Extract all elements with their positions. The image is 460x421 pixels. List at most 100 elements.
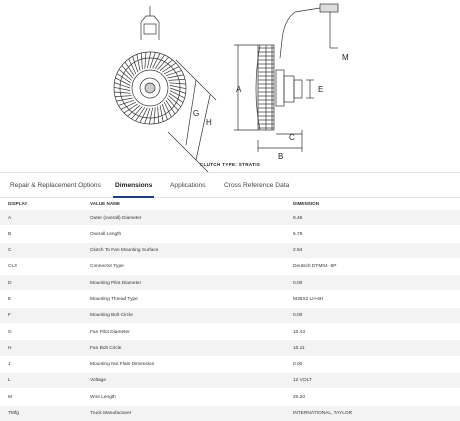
fin-line xyxy=(169,90,185,99)
fin-line xyxy=(144,52,147,69)
cell-dimension: 8.46 xyxy=(293,215,303,221)
label-e: E xyxy=(318,85,323,94)
fin-line xyxy=(118,69,132,81)
label-b: B xyxy=(278,152,283,161)
cell-value-name: Clutch To Fan Mounting Surface xyxy=(90,248,159,254)
label-m: M xyxy=(342,53,349,62)
cell-value-name: Mounting Bolt Circle xyxy=(90,313,133,319)
figure-caption: CLUTCH TYPE: STRATIS xyxy=(199,162,261,167)
header-display: DISPLAY xyxy=(8,201,28,206)
fin-line xyxy=(127,105,141,117)
table-header: DISPLAY VALUE NAME DIMENSION xyxy=(0,198,460,210)
fin-line xyxy=(113,86,131,91)
cell-dimension: 0.00 xyxy=(293,313,303,319)
cell-display: J xyxy=(8,362,11,368)
fin-line xyxy=(167,74,184,79)
cell-dimension: M36X2 LH-6H xyxy=(293,296,324,302)
cell-dimension: 10.11 xyxy=(293,345,305,351)
fin-line xyxy=(159,59,173,71)
fin-line xyxy=(147,51,152,69)
cell-display: D xyxy=(8,280,12,286)
cell-value-name: Outer (overall) Diameter xyxy=(90,215,142,221)
fin-line xyxy=(169,85,187,90)
fin-line xyxy=(165,70,182,77)
cell-dimension: 0.00 xyxy=(293,280,303,286)
table-row: A Outer (overall) Diameter 8.46 xyxy=(0,210,460,227)
fin-line xyxy=(131,106,143,120)
fin-line xyxy=(168,95,182,107)
fin-line xyxy=(121,65,133,79)
fin-line xyxy=(154,54,165,69)
cell-display: L xyxy=(8,378,11,384)
header-value-name: VALUE NAME xyxy=(90,201,121,206)
cell-display: CL3 xyxy=(8,264,17,270)
cell-value-name: Wire Length xyxy=(90,394,116,400)
table-row: D Mounting Pilot Diameter 0.00 xyxy=(0,275,460,292)
fin-line xyxy=(159,105,164,122)
cell-display: G xyxy=(8,329,12,335)
cell-value-name: Mounting Nut Flats Dimension xyxy=(90,362,155,368)
cell-dimension: INTERNATIONAL, TAYLOR xyxy=(293,411,353,417)
cell-display: H xyxy=(8,345,12,351)
cell-value-name: Mounting Thread Type xyxy=(90,296,138,302)
cell-dimension: 10.43 xyxy=(293,329,306,335)
side-view-fins xyxy=(258,47,274,129)
label-h: H xyxy=(206,118,212,127)
cell-value-name: Fan Pilot Diameter xyxy=(90,329,130,335)
fin-line xyxy=(169,87,186,94)
cell-value-name: Mounting Pilot Diameter xyxy=(90,280,142,286)
fin-line xyxy=(157,106,160,123)
header-dimension: DIMENSION xyxy=(293,201,320,206)
fin-line xyxy=(163,66,180,75)
product-diagram: G H A B C E M CLUTCH TYPE: STRATIS xyxy=(0,0,460,172)
cell-value-name: Connector Type xyxy=(90,264,124,270)
fin-line xyxy=(120,101,137,110)
fin-line xyxy=(149,52,156,69)
fin-line xyxy=(136,54,141,71)
clutch-drawing: G H A B C E M xyxy=(113,3,349,172)
table-row: H Fan Bolt Circle 10.11 xyxy=(0,340,460,357)
fin-line xyxy=(153,107,156,124)
fin-line xyxy=(116,73,131,84)
fin-line xyxy=(115,95,132,98)
tab-repair-replacement[interactable]: Repair & Replacement Options xyxy=(10,182,101,189)
cell-display: M xyxy=(8,394,12,400)
dimensions-table: DISPLAY VALUE NAME DIMENSION A Outer (ove… xyxy=(0,198,460,421)
cell-value-name: Overall Length xyxy=(90,231,122,237)
cell-value-name: Voltage xyxy=(90,378,107,384)
tab-dimensions[interactable]: Dimensions xyxy=(112,173,155,198)
fin-line xyxy=(157,56,169,70)
fin-line xyxy=(169,92,184,103)
fin-line xyxy=(165,99,176,115)
cell-value-name: Fan Bolt Circle xyxy=(90,345,122,351)
front-view-fins xyxy=(113,51,187,125)
tab-applications[interactable]: Applications xyxy=(170,182,206,189)
label-g: G xyxy=(193,109,199,118)
fin-line xyxy=(124,61,135,77)
tab-cross-reference[interactable]: Cross Reference Data xyxy=(224,182,290,189)
label-c: C xyxy=(289,133,295,142)
fin-line xyxy=(144,107,151,124)
fin-line xyxy=(114,82,131,89)
table-row: G Fan Pilot Diameter 10.43 xyxy=(0,324,460,341)
fin-line xyxy=(118,99,135,106)
fin-line xyxy=(123,103,139,114)
cell-value-name: Truck Manufacturer xyxy=(90,411,132,417)
fin-line xyxy=(140,53,143,70)
fin-line xyxy=(115,77,131,86)
cell-dimension: 2.94 xyxy=(293,248,303,254)
cell-display: C xyxy=(8,248,12,254)
tab-bar: Repair & Replacement Options Dimensions … xyxy=(0,172,460,198)
label-a: A xyxy=(236,85,242,94)
fin-line xyxy=(135,107,146,122)
cell-dimension: Deutsch DTM04 -6P xyxy=(293,264,337,270)
cell-display: A xyxy=(8,215,12,221)
